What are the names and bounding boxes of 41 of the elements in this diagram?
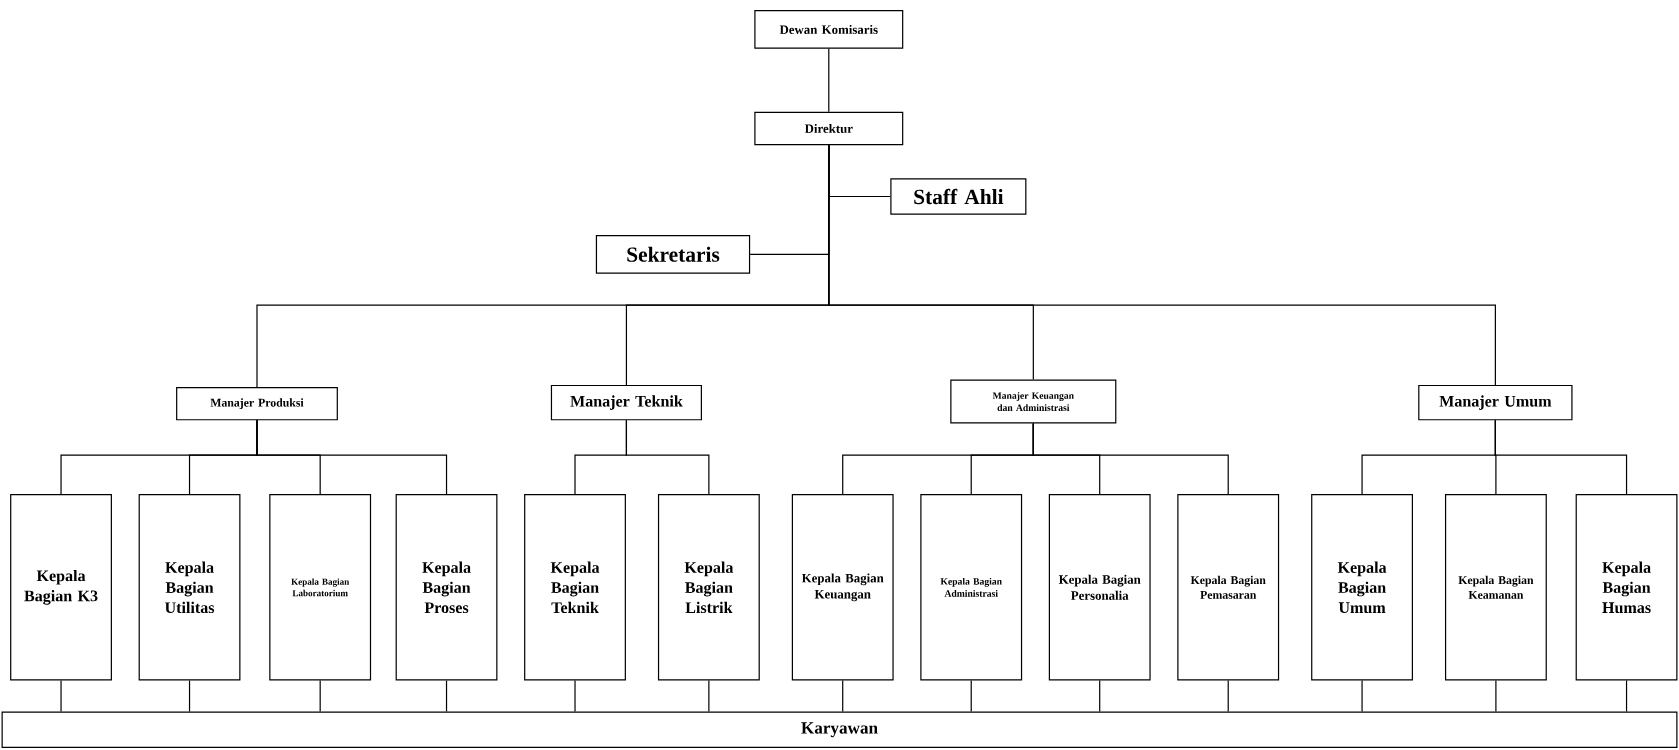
manager-box: Manajer Umum	[1418, 384, 1573, 421]
department-box: Kepala Bagian Personalia	[1048, 494, 1151, 681]
department-box: Kepala Bagian Keamanan	[1445, 494, 1547, 681]
department-box: Kepala Bagian Keuangan	[791, 494, 894, 681]
connector-line	[970, 679, 972, 713]
connector-line	[1625, 679, 1628, 713]
connector-line	[1361, 679, 1363, 713]
title-box: Dewan Komisaris	[754, 10, 904, 49]
connector-line	[319, 679, 321, 713]
department-box: Kepala Bagian Humas	[1575, 494, 1678, 681]
connector-line	[1099, 679, 1101, 713]
department-box: Kepala Bagian Proses	[395, 494, 498, 681]
department-box: Kepala Bagian K3	[10, 494, 112, 681]
connector-line	[1495, 679, 1497, 713]
title-box: Direktur	[754, 111, 904, 146]
department-box: Kepala Bagian Pemasaran	[1177, 494, 1280, 681]
department-box: Kepala Bagian Utilitas	[138, 494, 241, 681]
connector-line	[625, 419, 710, 495]
department-box: Kepala Bagian Teknik	[524, 494, 626, 681]
department-box: Kepala Bagian Umum	[1311, 494, 1413, 681]
connector-line	[574, 679, 576, 713]
connector-line	[256, 419, 448, 495]
connector-line	[1227, 679, 1229, 713]
connector-line	[188, 679, 191, 713]
connector-line	[1494, 419, 1628, 495]
manager-box: Manajer Teknik	[550, 384, 702, 421]
manager-box: Manajer Produksi	[176, 387, 338, 421]
department-box: Kepala Bagian Administrasi	[920, 494, 1023, 681]
role-box: Sekretaris	[595, 234, 751, 274]
connector-line	[1032, 422, 1229, 495]
connector-line	[60, 679, 62, 713]
connector-line	[828, 48, 830, 113]
department-box: Kepala Bagian Laboratorium	[269, 494, 372, 681]
role-box: Staff Ahli	[890, 178, 1027, 215]
connector-line	[708, 679, 710, 713]
department-box: Kepala Bagian Listrik	[657, 494, 760, 681]
connector-line	[842, 679, 844, 713]
connector-line	[445, 679, 448, 713]
manager-box: Manajer Keuangan dan Administrasi	[950, 379, 1117, 424]
connector-line	[828, 144, 1496, 386]
staff-box: Karyawan	[1, 711, 1678, 748]
